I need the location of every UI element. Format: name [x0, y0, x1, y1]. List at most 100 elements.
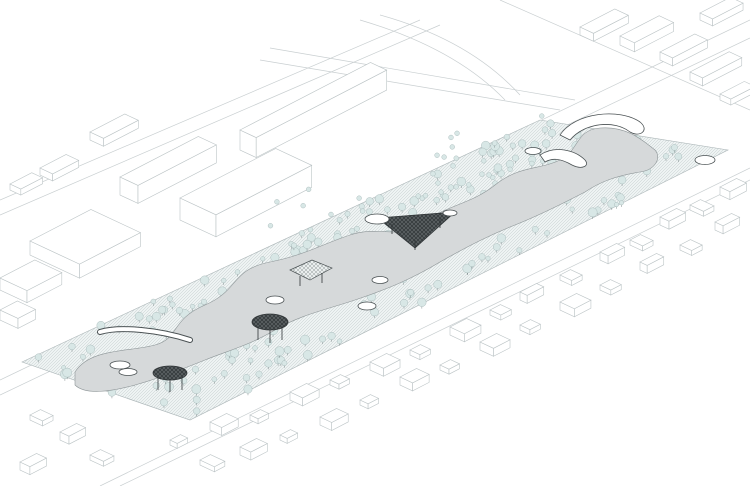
tree-canopy [80, 353, 86, 360]
tree-canopy [441, 193, 449, 201]
tree-canopy [152, 312, 161, 321]
tree-canopy [146, 315, 153, 323]
building-south-7 [409, 344, 432, 355]
tree-canopy [516, 247, 523, 254]
tree-canopy [450, 163, 456, 169]
tree-canopy [300, 334, 310, 345]
building-large-2 [179, 148, 313, 216]
tree-canopy [152, 382, 160, 390]
building-south-1 [169, 434, 189, 444]
tree-canopy [365, 197, 374, 206]
building-south-17 [199, 454, 226, 468]
tree-canopy [544, 230, 550, 236]
tree-canopy [193, 407, 201, 415]
tree-canopy [169, 301, 176, 308]
tree-canopy [336, 338, 343, 344]
tree-canopy [438, 189, 444, 195]
tree-canopy [542, 139, 551, 148]
tree-canopy [407, 288, 415, 296]
tree-canopy [616, 193, 625, 202]
building-large-1 [119, 136, 217, 186]
tree-canopy [539, 113, 545, 119]
tree-canopy [260, 256, 266, 262]
tree-canopy [200, 275, 210, 285]
tree-canopy [158, 305, 167, 314]
tree-canopy [509, 142, 516, 149]
tree-canopy [264, 338, 273, 346]
tree-canopy [306, 186, 312, 192]
building-ne-1 [579, 8, 629, 34]
building-ne-4 [689, 51, 743, 79]
tree-canopy [62, 367, 72, 378]
tree-canopy [619, 200, 624, 206]
tree-canopy [493, 163, 503, 172]
tree-canopy [422, 193, 429, 199]
tree-canopy [167, 295, 173, 302]
tree-canopy [160, 398, 168, 407]
tree-canopy [433, 196, 440, 204]
building-small-4 [9, 172, 44, 190]
tree-canopy [441, 154, 447, 160]
tree-canopy [424, 284, 432, 292]
tree-canopy [360, 208, 366, 214]
tree-canopy [448, 134, 454, 141]
building-south-18 [239, 438, 269, 453]
tree-canopy [255, 370, 263, 378]
tree-canopy [34, 353, 43, 361]
building-south-28 [639, 253, 665, 266]
central-canopy [364, 209, 458, 250]
tree-canopy [398, 202, 406, 211]
tree-canopy [449, 144, 455, 150]
building-south-23 [439, 359, 461, 370]
tree-canopy [243, 384, 253, 394]
building-south-31 [29, 409, 54, 422]
building-ne-3 [659, 33, 709, 59]
tree-canopy [541, 126, 549, 133]
context-buildings [0, 0, 750, 329]
building-south-34 [19, 453, 48, 467]
tree-canopy [569, 206, 575, 212]
tree-canopy [415, 193, 421, 199]
tree-canopy [384, 206, 391, 213]
building-south-3 [249, 409, 270, 420]
tree-canopy [283, 346, 292, 354]
building-south-20 [319, 408, 349, 423]
building-south-5 [329, 374, 351, 385]
tree-canopy [479, 171, 485, 177]
building-south-12 [599, 243, 626, 257]
tree-canopy [303, 350, 313, 360]
tree-canopy [600, 197, 608, 204]
building-south-11 [559, 269, 583, 281]
tree-canopy [417, 297, 427, 307]
building-south-16 [719, 178, 748, 192]
tree-canopy [453, 184, 459, 190]
building-south-22 [399, 368, 430, 384]
tree-canopy [507, 166, 513, 172]
tree-canopy [614, 202, 620, 207]
building-south-24 [479, 333, 511, 349]
tree-canopy [503, 133, 510, 140]
tree-canopy [211, 376, 218, 382]
tree-canopy [252, 345, 258, 351]
ring-bridge [97, 113, 645, 343]
tree-canopy [264, 359, 273, 368]
round-canopy-2 [152, 365, 188, 392]
tree-canopy [481, 158, 487, 164]
tree-canopy [491, 140, 498, 146]
tree-canopy [336, 217, 343, 223]
tree-canopy [478, 253, 486, 261]
tree-canopy [466, 182, 472, 188]
pavilion-canopies [109, 147, 716, 392]
tree-canopy [512, 154, 519, 162]
tree-canopy [68, 343, 76, 351]
building-south-8 [449, 318, 482, 335]
tree-canopy [435, 180, 441, 186]
building-south-15 [689, 199, 715, 212]
tree-canopy [468, 260, 476, 267]
building-south-6 [369, 353, 401, 369]
tree-canopy [291, 242, 297, 249]
tree-canopy [319, 335, 326, 343]
building-small-1 [0, 300, 37, 319]
tree-canopy [328, 211, 334, 218]
